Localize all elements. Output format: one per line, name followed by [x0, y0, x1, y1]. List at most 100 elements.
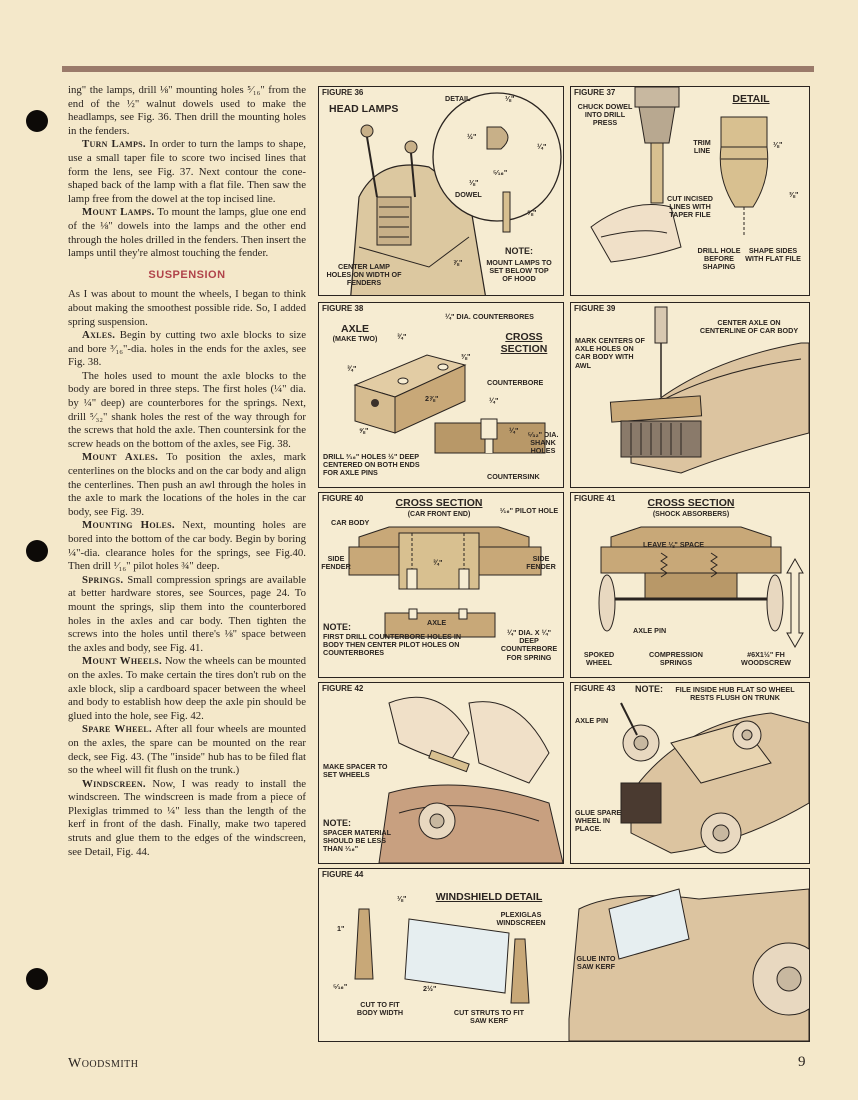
callout: PLEXIGLAS WINDSCREEN [496, 910, 546, 928]
figure-title: AXLE [340, 323, 369, 335]
callout: AXLE PIN [575, 716, 609, 725]
note-text: FIRST DRILL COUNTERBORE HOLES IN BODY TH… [323, 632, 462, 658]
figure-36: FIGURE 36 HEAD LAMPS DETAIL ⅛" ½" ¼" ⁵⁄₁… [318, 86, 564, 296]
figure-44-illustration [354, 888, 809, 1041]
figure-40: FIGURE 40 CROSS SECTION (CAR FRONT END) … [318, 492, 564, 678]
callout: CHUCK DOWEL INTO DRILL PRESS [577, 102, 633, 128]
callout: COUNTERSINK [487, 472, 540, 481]
figure-39: FIGURE 39 CENTER AXLE ON CENTERLINE OF C… [570, 302, 810, 488]
subtitle: (CAR FRONT END) [407, 511, 471, 518]
dimension: 2⅞" [425, 394, 439, 403]
callout: CUT INCISED LINES WITH TAPER FILE [667, 194, 713, 220]
callout: TRIM LINE [693, 138, 711, 156]
note-heading: NOTE: [505, 246, 533, 256]
figure-38-illustration [353, 354, 546, 454]
dimension: ⅝" [359, 426, 369, 435]
dimension: ¼" [509, 426, 519, 435]
cross-section-title: CROSS SECTION [500, 331, 548, 355]
dimension: ⅛" [773, 140, 783, 149]
figure-40-illustration [348, 526, 542, 638]
detail-title: WINDSHIELD DETAIL [435, 891, 543, 903]
note-heading: NOTE: [635, 684, 663, 694]
paragraph-text: Now the wheels can be mounted on the axl… [68, 655, 306, 722]
dimension: ⅝" [527, 208, 537, 217]
dimension: ⅛" [397, 894, 407, 903]
paragraph: Spare Wheel. After all four wheels are m… [68, 723, 306, 777]
binder-hole [26, 968, 48, 990]
dimension: ⁵⁄₁₆" [333, 982, 348, 991]
run-in-heading: Springs. [82, 573, 124, 586]
run-in-heading: Spare Wheel. [82, 723, 152, 736]
paragraph: Mounting Holes. Next, mounting holes are… [68, 519, 306, 573]
figure-title: CROSS SECTION [647, 497, 735, 509]
figure-title: HEAD LAMPS [329, 103, 399, 115]
dowel-label: DOWEL [455, 190, 482, 199]
callout: LEAVE ⅛" SPACE [643, 540, 705, 549]
section-heading: SUSPENSION [148, 268, 226, 281]
figure-41: FIGURE 41 CROSS SECTION (SHOCK ABSORBERS… [570, 492, 810, 678]
figure-title: CROSS SECTION [395, 497, 483, 509]
note-text: SPACER MATERIAL SHOULD BE LESS THAN ¹⁄₁₆… [323, 828, 391, 854]
paragraph: Turn Lamps. In order to turn the lamps t… [68, 138, 306, 206]
figure-39-illustration [609, 306, 809, 474]
run-in-heading: Mount Lamps. [82, 206, 155, 219]
dimension: ½" [467, 132, 477, 141]
dimension: ¾" [433, 558, 443, 567]
dimension: 1" [337, 924, 345, 933]
dimension: ¾" [347, 364, 357, 373]
note-text: MOUNT LAMPS TO SET BELOW TOP OF HOOD [486, 258, 552, 284]
run-in-heading: Mounting Holes. [82, 519, 175, 532]
note-heading: NOTE: [323, 622, 351, 632]
callout: SIDE FENDER [321, 554, 351, 572]
top-rule [62, 66, 814, 72]
callout: CUT TO FIT BODY WIDTH [356, 1000, 404, 1018]
paragraph-text: Small compression springs are available … [68, 573, 307, 654]
figure-label: FIGURE 43 [574, 684, 616, 693]
figure-label: FIGURE 38 [322, 304, 364, 313]
figure-label: FIGURE 39 [574, 304, 616, 313]
dimension: ⅜" [789, 190, 799, 199]
run-in-heading: Turn Lamps. [82, 138, 146, 151]
subtitle: (MAKE TWO) [332, 334, 378, 343]
callout: AXLE [427, 618, 447, 627]
paragraph-text: Begin by cutting two axle blocks to size… [68, 329, 306, 369]
footer-magazine-name: Woodsmith [68, 1056, 139, 1071]
dimension: 2½" [423, 984, 437, 993]
callout: DRILL ³⁄₁₆" HOLES ½" DEEP CENTERED ON BO… [323, 452, 420, 478]
figure-36-illustration [350, 92, 562, 295]
callout: ¹⁄₁₆" PILOT HOLE [499, 506, 559, 515]
paragraph-text: Next, mounting holes are bored into the … [68, 519, 306, 573]
figure-label: FIGURE 44 [322, 870, 364, 879]
note-heading: NOTE: [323, 818, 351, 828]
paragraph: The holes used to mount the axle blocks … [68, 369, 306, 450]
dimension: ¼" [489, 396, 499, 405]
paragraph: Windscreen. Now, I was ready to install … [68, 778, 306, 860]
figure-label: FIGURE 42 [322, 684, 364, 693]
callout: MAKE SPACER TO SET WHEELS [323, 762, 388, 780]
figure-41-illustration [598, 526, 804, 649]
run-in-heading: Axles. [82, 329, 116, 342]
dimension: ⅜" [461, 352, 471, 361]
run-in-heading: Mount Wheels. [82, 655, 162, 668]
paragraph: Mount Lamps. To mount the lamps, glue on… [68, 206, 306, 260]
figure-label: FIGURE 41 [574, 494, 616, 503]
paragraph-text: In order to turn the lamps to shape, use… [68, 138, 306, 205]
binder-hole [26, 110, 48, 132]
figure-37-illustration [590, 87, 769, 263]
dimension: ⅛" [505, 94, 515, 103]
figure-label: FIGURE 36 [322, 88, 364, 97]
paragraph-text: To position the axles, mark centerlines … [68, 451, 306, 518]
binder-hole [26, 540, 48, 562]
callout: COUNTERBORE [487, 378, 544, 387]
figure-38: FIGURE 38 ¼" DIA. COUNTERBORES AXLE (MAK… [318, 302, 564, 488]
callout: #6x1½" Fh WOODSCREW [741, 650, 791, 668]
callout: DRILL HOLE BEFORE SHAPING [697, 246, 741, 272]
callout: ¼" DIA. COUNTERBORES [445, 312, 534, 321]
figure-43-illustration [620, 702, 809, 854]
figure-42-illustration [378, 696, 563, 863]
callout: AXLE PIN [633, 626, 667, 635]
callout: COMPRESSION SPRINGS [649, 650, 703, 668]
callout: SIDE FENDER [526, 554, 556, 572]
figure-37: FIGURE 37 CHUCK DOWEL INTO DRILL PRESS D… [570, 86, 810, 296]
